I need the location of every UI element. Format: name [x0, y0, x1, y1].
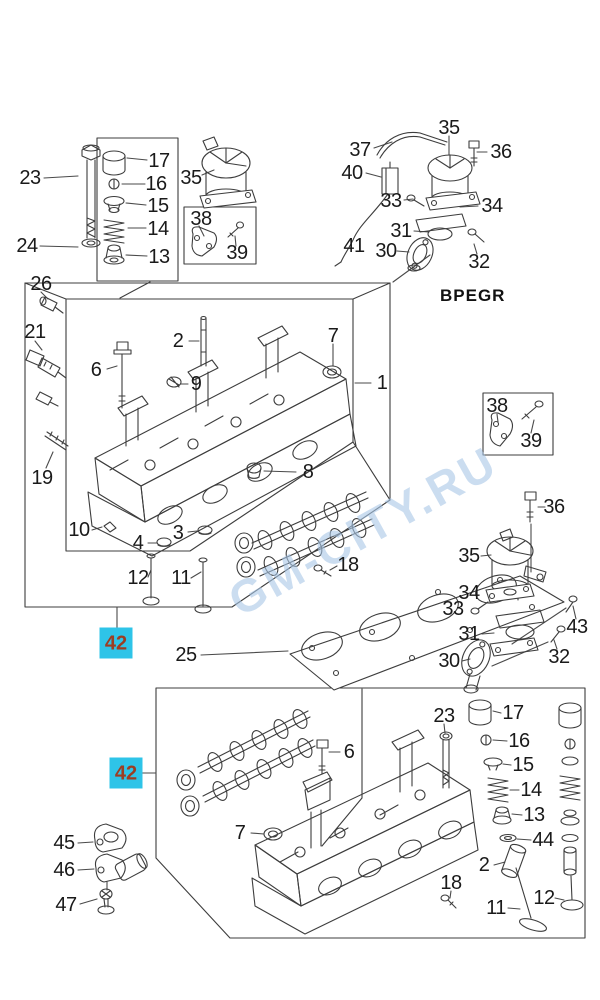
leader-lines [34, 135, 577, 910]
callout-13: 13 [523, 804, 545, 826]
callout-38: 38 [190, 208, 212, 230]
camshafts-mid-drawing [234, 491, 375, 578]
callout-15: 15 [147, 195, 169, 217]
callout-37: 37 [349, 139, 371, 161]
callout-15: 15 [512, 754, 534, 776]
highlighted-callout-42[interactable]: 42 [109, 757, 143, 789]
callout-25: 25 [175, 644, 197, 666]
callout-4: 4 [132, 532, 144, 554]
head-bolt-drawing [81, 144, 101, 248]
callout-7: 7 [234, 822, 246, 844]
callout-34: 34 [481, 195, 503, 217]
head-gasket-drawing [289, 574, 565, 691]
callout-10: 10 [68, 519, 90, 541]
callout-31: 31 [390, 220, 412, 242]
callout-18: 18 [440, 872, 462, 894]
callout-16: 16 [145, 173, 167, 195]
cylinder-head-drawing [87, 325, 357, 557]
callout-40: 40 [341, 162, 363, 184]
callout-3: 3 [172, 522, 184, 544]
callout-41: 41 [343, 235, 365, 257]
callout-36: 36 [543, 496, 565, 518]
valve-parts-bottom-drawing [440, 699, 584, 932]
callout-21: 21 [24, 321, 46, 343]
egr-assembly-top-right-drawing [334, 131, 485, 272]
callout-11: 11 [171, 567, 191, 589]
callout-12: 12 [127, 567, 149, 589]
callout-11: 11 [486, 897, 506, 919]
callout-2: 2 [478, 854, 490, 876]
callout-23: 23 [19, 167, 41, 189]
callout-39: 39 [520, 430, 542, 452]
callout-34: 34 [458, 582, 480, 604]
callout-8: 8 [302, 461, 314, 483]
callout-45: 45 [53, 832, 75, 854]
callout-7: 7 [327, 325, 339, 347]
callout-1: 1 [376, 372, 388, 394]
egr-gasket-box-drawing [191, 221, 245, 257]
callout-24: 24 [16, 235, 38, 257]
callout-26: 26 [30, 273, 52, 295]
callout-35: 35 [438, 117, 460, 139]
left-sensors-drawing [25, 296, 69, 451]
callout-44: 44 [532, 829, 554, 851]
mount-brackets-drawing [93, 823, 148, 915]
callout-16: 16 [508, 730, 530, 752]
cylinder-head-bottom-drawing [251, 729, 479, 935]
callout-38: 38 [486, 395, 508, 417]
egr-valve-top-drawing [199, 136, 257, 209]
callout-18: 18 [337, 554, 359, 576]
callout-43: 43 [566, 616, 588, 638]
callout-12: 12 [533, 887, 555, 909]
callout-32: 32 [468, 251, 490, 273]
callout-47: 47 [55, 894, 77, 916]
callout-17: 17 [148, 150, 170, 172]
callout-39: 39 [226, 242, 248, 264]
callout-46: 46 [53, 859, 75, 881]
callout-30: 30 [438, 650, 460, 672]
highlighted-callout-42[interactable]: 42 [99, 627, 133, 659]
callout-17: 17 [502, 702, 524, 724]
callout-13: 13 [148, 246, 170, 268]
callout-33: 33 [380, 190, 402, 212]
callout-31: 31 [458, 623, 480, 645]
callout-9: 9 [190, 373, 202, 395]
callout-19: 19 [31, 467, 53, 489]
callout-35: 35 [180, 167, 202, 189]
callout-14: 14 [520, 779, 542, 801]
callout-6: 6 [343, 741, 355, 763]
system-label: BPEGR [440, 286, 506, 305]
camshafts-bottom-drawing [176, 709, 333, 849]
callout-36: 36 [490, 141, 512, 163]
callout-2: 2 [172, 330, 184, 352]
callout-35: 35 [458, 545, 480, 567]
valve-parts-column-drawing [102, 150, 126, 265]
callout-32: 32 [548, 646, 570, 668]
egr-assembly-right-drawing [461, 400, 578, 694]
callout-23: 23 [433, 705, 455, 727]
callout-33: 33 [442, 598, 464, 620]
mid-fasteners-drawing [103, 315, 342, 614]
callout-6: 6 [90, 359, 102, 381]
callout-14: 14 [147, 218, 169, 240]
callout-30: 30 [375, 240, 397, 262]
